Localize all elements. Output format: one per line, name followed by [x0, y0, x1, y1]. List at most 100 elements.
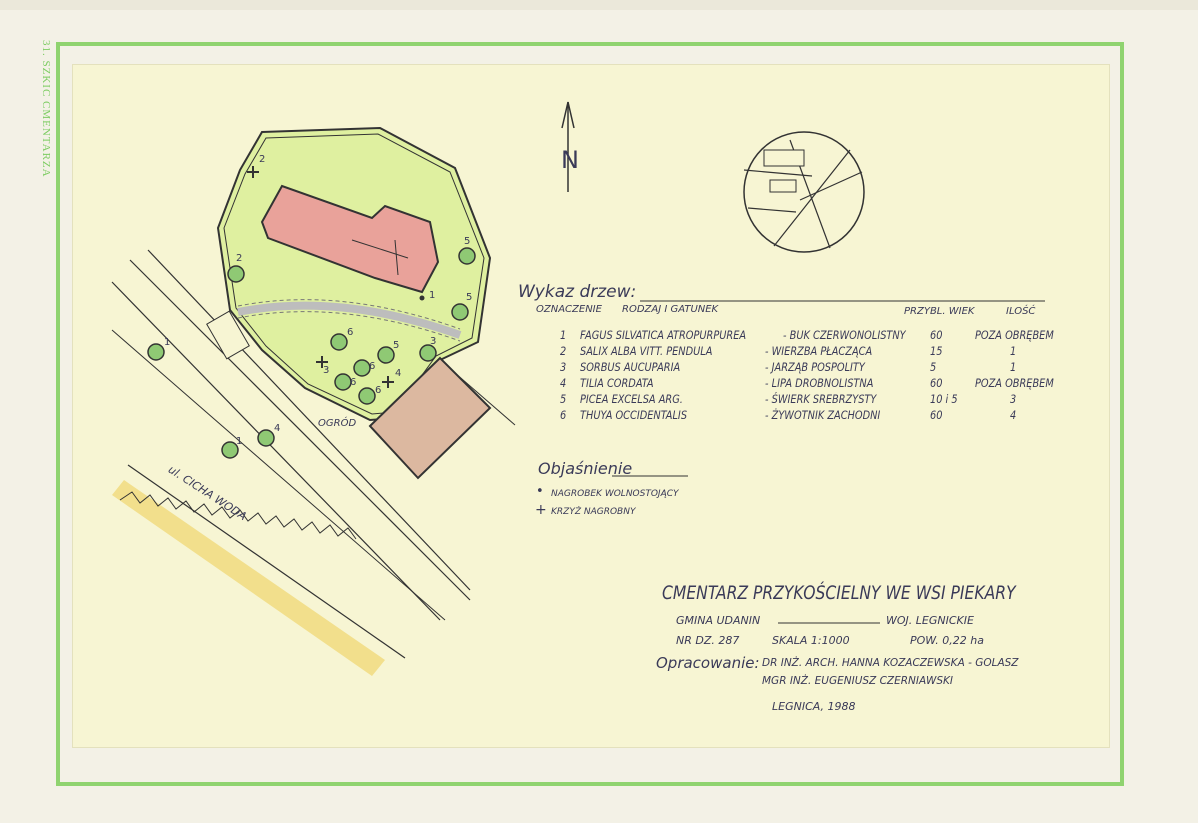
- gate-block: [206, 310, 250, 360]
- row-age: 60: [930, 376, 943, 390]
- row-count: POZA OBRĘBEM: [975, 328, 1054, 342]
- row-latin: THUYA OCCIDENTALIS: [580, 408, 688, 422]
- row-latin: FAGUS SILVATICA ATROPURPUREA: [580, 328, 747, 342]
- scale-text: SKALA 1:1000: [772, 634, 850, 647]
- tree-number: 6: [369, 361, 376, 372]
- prepared-label: Opracowanie:: [656, 654, 760, 672]
- legend-dot-label: NAGROBEK WOLNOSTOJĄCY: [551, 489, 679, 499]
- header-species: RODZAJ I GATUNEK: [622, 304, 719, 315]
- tree-number: 5: [393, 340, 400, 351]
- area-text: POW. 0,22 ha: [910, 634, 984, 647]
- row-count: 1: [1010, 360, 1017, 374]
- road-line: [111, 329, 446, 621]
- side-caption: 31. SZKIC CMENTARZA: [40, 40, 52, 178]
- nr-dz-text: NR DZ. 287: [676, 634, 740, 647]
- tree-number: 2: [236, 253, 243, 264]
- cemetery-path: [237, 301, 462, 339]
- row-polish: - LIPA DROBNOLISTNA: [765, 376, 874, 390]
- table-row: 3 SORBUS AUCUPARIA - JARZĄB POSPOLITY 5 …: [555, 360, 1075, 376]
- table-row: 1 FAGUS SILVATICA ATROPURPUREA - BUK CZE…: [555, 328, 1075, 344]
- table-row: 6 THUYA OCCIDENTALIS - ŻYWOTNIK ZACHODNI…: [555, 408, 1075, 424]
- tree-number: 5: [466, 292, 473, 303]
- tree-marker: [221, 441, 239, 459]
- grave-marker: [419, 295, 425, 301]
- row-age: 15: [930, 344, 943, 358]
- row-count: 1: [1010, 344, 1017, 358]
- main-title: CMENTARZ PRZYKOŚCIELNY WE WSI PIEKARY: [662, 582, 1016, 604]
- cross-number: 2: [259, 154, 266, 165]
- cross-marker: [247, 166, 259, 178]
- tree-number: 1: [236, 436, 243, 447]
- row-latin: SALIX ALBA VITT. PENDULA: [580, 344, 713, 358]
- street-strip: [112, 480, 385, 676]
- road-line: [129, 259, 471, 601]
- tree-marker: [227, 265, 245, 283]
- tree-marker: [334, 373, 352, 391]
- tree-marker: [353, 359, 371, 377]
- cross-marker: [316, 356, 328, 368]
- church-building: [260, 184, 440, 294]
- woj-text: WOJ. LEGNICKIE: [886, 614, 974, 627]
- place-date: LEGNICA, 1988: [772, 700, 856, 713]
- tree-number: 6: [347, 327, 354, 338]
- tree-marker: [377, 346, 395, 364]
- north-label: N: [561, 146, 579, 174]
- author-2: MGR INŻ. EUGENIUSZ CZERNIAWSKI: [762, 675, 954, 687]
- legend-title: Objaśnienie: [538, 459, 633, 478]
- row-no: 1: [560, 328, 567, 342]
- tree-marker: [458, 247, 476, 265]
- green-frame: [56, 42, 1124, 786]
- row-count: POZA OBRĘBEM: [975, 376, 1054, 390]
- row-polish: - WIERZBA PŁACZĄCA: [765, 344, 873, 358]
- row-age: 60: [930, 408, 943, 422]
- header-mark: OZNACZENIE: [536, 304, 602, 315]
- locator-circle: [743, 131, 865, 253]
- tree-marker: [147, 343, 165, 361]
- legend-dot-symbol: •: [536, 484, 544, 499]
- tree-marker: [419, 344, 437, 362]
- gmina-text: GMINA UDANIN: [676, 614, 761, 627]
- row-latin: TILIA CORDATA: [580, 376, 654, 390]
- legend-cross-label: KRZYŻ NAGROBNY: [551, 507, 636, 517]
- row-age: 60: [930, 328, 943, 342]
- legend-cross-symbol: +: [535, 502, 547, 518]
- tree-number: 3: [430, 336, 437, 347]
- street-edge-line: [127, 464, 406, 659]
- header-count: ILOŚĆ: [1006, 306, 1036, 317]
- row-no: 6: [560, 408, 567, 422]
- table-row: 4 TILIA CORDATA - LIPA DROBNOLISTNA 60 P…: [555, 376, 1075, 392]
- tree-number: 4: [274, 423, 281, 434]
- tree-number: 5: [464, 236, 471, 247]
- tree-marker: [257, 429, 275, 447]
- road-line: [147, 249, 471, 591]
- building-comb: [119, 491, 357, 540]
- row-no: 3: [560, 360, 567, 374]
- cross-number: 3: [323, 365, 330, 376]
- row-polish: - BUK CZERWONOLISTNY: [783, 328, 906, 342]
- cross-number: 4: [395, 368, 402, 379]
- road-line: [111, 281, 441, 621]
- tree-number: 1: [164, 337, 171, 348]
- tree-marker: [358, 387, 376, 405]
- row-age: 5: [930, 360, 937, 374]
- tree-marker: [330, 333, 348, 351]
- tree-marker: [451, 303, 469, 321]
- table-row: 5 PICEA EXCELSA ARG. - ŚWIERK SREBRZYSTY…: [555, 392, 1075, 408]
- row-latin: SORBUS AUCUPARIA: [580, 360, 681, 374]
- table-row: 2 SALIX ALBA VITT. PENDULA - WIERZBA PŁA…: [555, 344, 1075, 360]
- row-polish: - ŚWIERK SREBRZYSTY: [765, 392, 877, 406]
- row-no: 5: [560, 392, 567, 406]
- row-polish: - ŻYWOTNIK ZACHODNI: [765, 408, 881, 422]
- row-age: 10 i 5: [930, 392, 958, 406]
- header-age: PRZYBL. WIEK: [904, 306, 975, 317]
- ogrod-label: OGRÓD: [318, 418, 357, 429]
- grave-number: 1: [429, 290, 436, 301]
- tree-number: 6: [350, 377, 357, 388]
- row-count: 3: [1010, 392, 1017, 406]
- page-edge: [0, 0, 1198, 10]
- outbuilding: [368, 356, 492, 480]
- row-no: 2: [560, 344, 567, 358]
- tree-number: 6: [375, 385, 382, 396]
- row-polish: - JARZĄB POSPOLITY: [765, 360, 865, 374]
